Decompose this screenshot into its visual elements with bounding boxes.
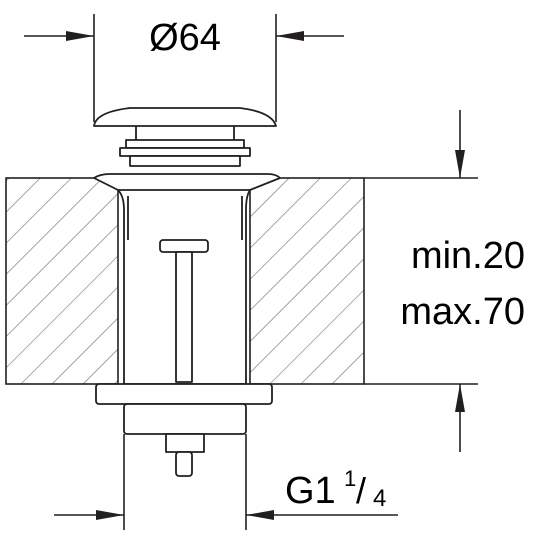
cap-seal-top (125, 139, 245, 149)
thickness-arrow-bottom (455, 384, 465, 412)
thickness-min-label: min.20 (411, 235, 525, 277)
spindle-guide (159, 239, 209, 253)
thickness-dimension (455, 110, 465, 452)
thread-prefix: G1 (285, 470, 336, 512)
lock-nut (95, 383, 273, 405)
spindle-rod (175, 251, 193, 383)
thread-dimension (54, 434, 398, 530)
thread-label: G1 1 / 4 (285, 466, 386, 512)
bottom-pin (175, 451, 193, 477)
tail-piece (123, 403, 247, 435)
drain-valve (93, 107, 281, 477)
thread-numerator: 1 (344, 466, 356, 491)
basin-section (5, 177, 478, 385)
thread-arrow-right (246, 510, 274, 520)
basin-right-section (249, 177, 365, 385)
thread-denominator: 4 (373, 485, 386, 512)
drain-body-inner (118, 189, 250, 240)
thread-arrow-left (96, 510, 124, 520)
thickness-arrow-top (455, 150, 465, 178)
diameter-arrow-left (66, 31, 94, 41)
cap-seal-middle (119, 147, 251, 157)
diameter-label: Ø64 (149, 17, 221, 59)
thickness-max-label: max.70 (400, 291, 525, 333)
diameter-dimension (24, 14, 344, 122)
cap-seal-bottom (129, 155, 241, 167)
bottom-stem (165, 433, 205, 453)
basin-left-section (5, 177, 119, 385)
diameter-arrow-right (276, 31, 304, 41)
thread-separator: / (356, 470, 366, 511)
popup-cap (93, 107, 277, 127)
